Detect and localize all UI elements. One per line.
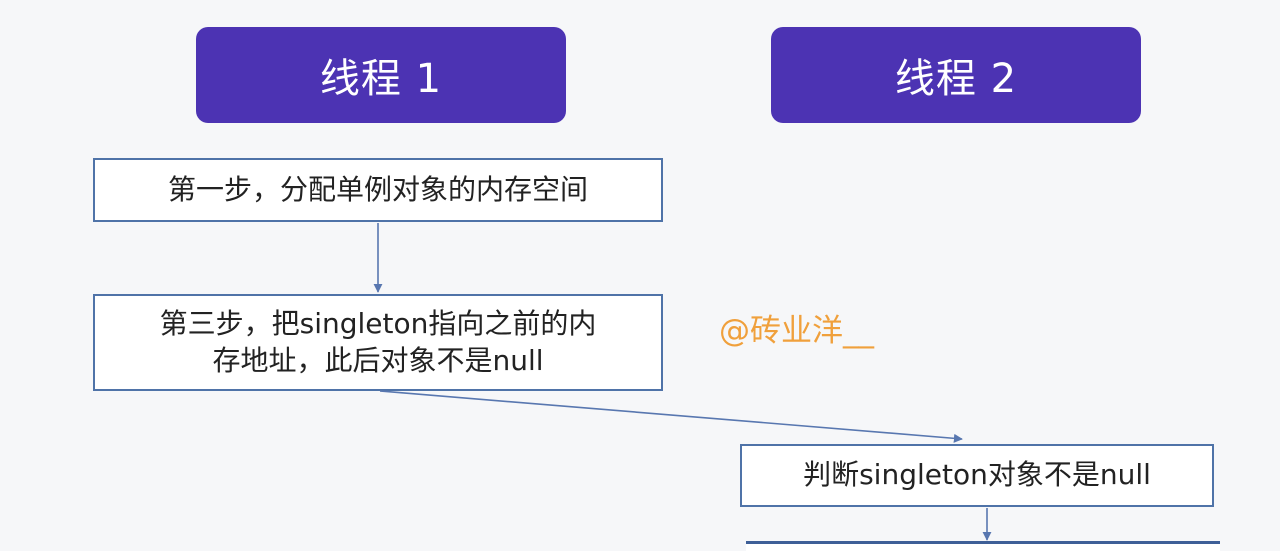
thread-1-header: 线程 1 [196,27,566,123]
arrow-step3-to-check [379,390,963,443]
step-1-box: 第一步，分配单例对象的内存空间 [93,158,663,222]
null-check-box: 判断singleton对象不是null [740,444,1214,507]
step-3-box: 第三步，把singleton指向之前的内 存地址，此后对象不是null [93,294,663,391]
thread-1-label: 线程 1 [319,56,443,102]
step-3-text: 第三步，把singleton指向之前的内 存地址，此后对象不是null [160,306,597,380]
step-1-text: 第一步，分配单例对象的内存空间 [167,172,588,206]
null-check-text: 判断singleton对象不是null [803,458,1151,492]
next-step-box-partial [746,541,1220,551]
step-3-line-2: 存地址，此后对象不是null [212,343,544,377]
watermark: @砖业洋__ [719,313,874,349]
thread-2-label: 线程 2 [894,56,1018,102]
thread-2-header: 线程 2 [771,27,1141,123]
step-3-line-1: 第三步，把singleton指向之前的内 [159,306,597,340]
